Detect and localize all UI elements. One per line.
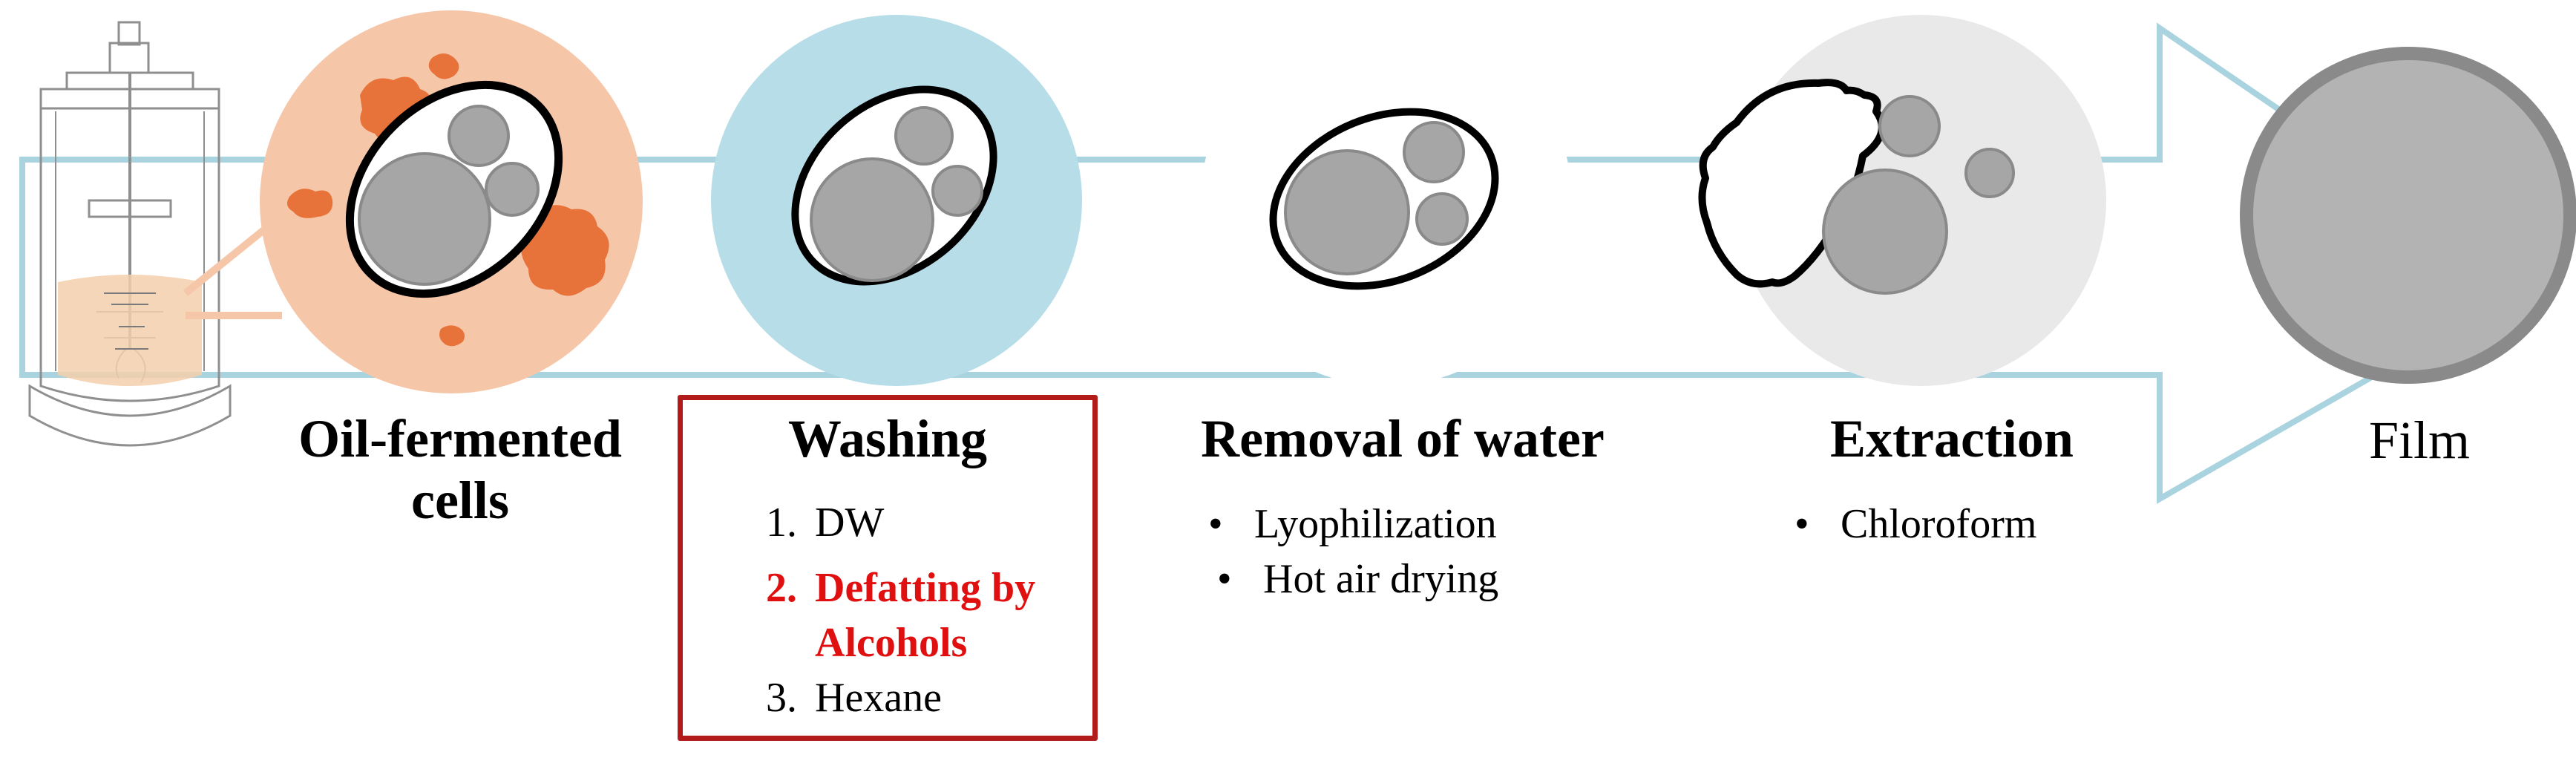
- extraction-bullets: • Chloroform: [1795, 497, 2036, 552]
- washing-cell-granules: [810, 106, 983, 282]
- removal-bullet-2-text: Hot air drying: [1263, 555, 1499, 602]
- bullet-dot: •: [1795, 501, 1809, 547]
- washing-step-2-num: 2.: [766, 564, 797, 611]
- washing-step-1-text: DW: [815, 500, 885, 546]
- stage-title-oil-line1: Oil-fermented: [298, 409, 622, 468]
- extraction-bullet-1: • Chloroform: [1795, 497, 2036, 552]
- extraction-granules: [1822, 95, 2015, 295]
- stage-title-removal: Removal of water: [1201, 409, 1605, 468]
- stage-title-washing: Washing: [787, 409, 988, 468]
- bullet-dot: •: [1208, 501, 1223, 547]
- oil-cell-granules: [358, 105, 540, 286]
- stage-title-film: Film: [2368, 411, 2471, 470]
- stage-title-oil-line2: cells: [411, 470, 509, 530]
- washing-step-2-line2: Alcohols: [815, 619, 968, 666]
- removal-bullet-1: • Lyophilization: [1208, 497, 1498, 552]
- washing-step-1: 1. DW: [766, 496, 1035, 551]
- removal-cell-granules: [1284, 121, 1469, 275]
- washing-step-1-num: 1.: [766, 500, 797, 546]
- washing-step-2-line1: Defatting by: [815, 564, 1036, 611]
- washing-highlight-box: [678, 395, 1098, 741]
- washing-step-2-text: Defatting by Alcohols: [815, 561, 1035, 671]
- fermenter-broth: [58, 275, 202, 386]
- bullet-dot: •: [1217, 555, 1232, 602]
- removal-bullet-1-text: Lyophilization: [1254, 501, 1497, 547]
- extraction-bullet-1-text: Chloroform: [1841, 501, 2037, 547]
- stage-title-oil-fermented: Oil-fermented cells: [245, 408, 675, 532]
- washing-step-3-text: Hexane: [815, 674, 943, 721]
- washing-step-3-num: 3.: [766, 674, 797, 721]
- washing-step-2: 2. Defatting by Alcohols: [766, 561, 1035, 671]
- removal-bullet-2: • Hot air drying: [1208, 552, 1498, 607]
- film-disc: [2240, 47, 2576, 384]
- washing-steps: 1. DW 2. Defatting by Alcohols 3. Hexane: [766, 496, 1035, 726]
- fermenter-impeller: [104, 292, 156, 350]
- washing-step-3: 3. Hexane: [766, 671, 1035, 726]
- removal-bullets: • Lyophilization • Hot air drying: [1208, 497, 1498, 607]
- stage-title-extraction: Extraction: [1830, 409, 2074, 468]
